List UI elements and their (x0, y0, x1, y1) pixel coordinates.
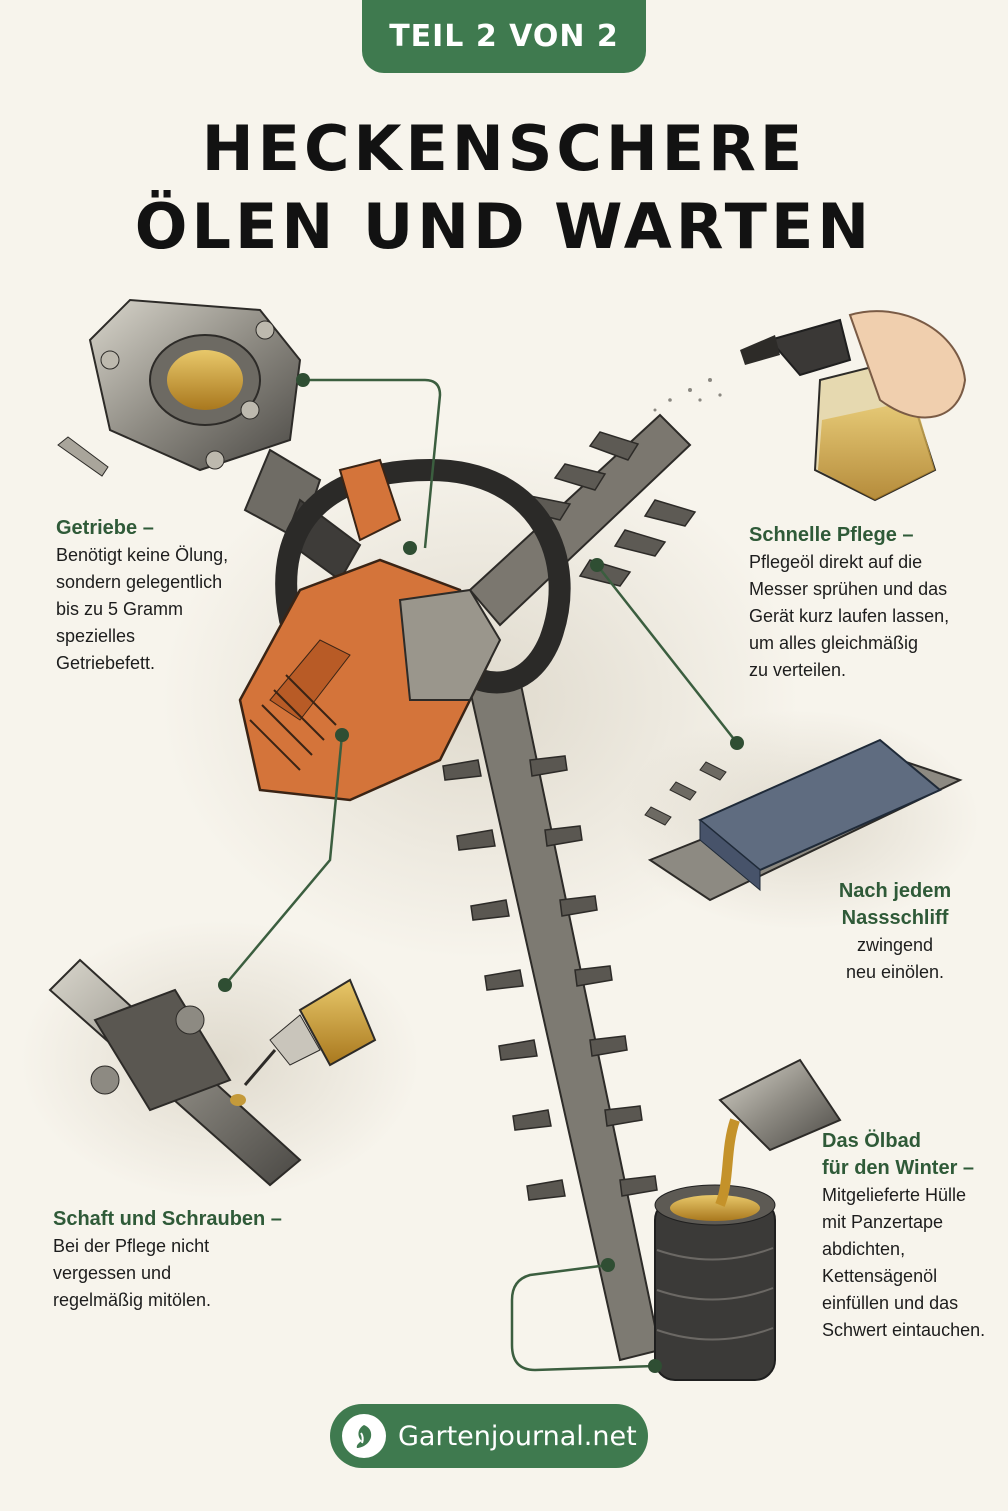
label-schaft-line: Bei der Pflege nicht (53, 1236, 210, 1256)
gearbox-drawing (57, 298, 362, 582)
label-oelbad-head-2: für den Winter – (822, 1157, 975, 1179)
upper-blade (468, 413, 697, 627)
label-pflege-line: Pflegeöl direkt auf die (749, 552, 923, 572)
label-pflege: Schnelle Pflege – Pflegeöl direkt auf di… (749, 522, 999, 684)
label-oelbad-line: abdichten, (822, 1239, 906, 1259)
label-getriebe-line: Benötigt keine Ölung, (56, 545, 229, 565)
label-oelbad-line: mit Panzertape (822, 1212, 944, 1232)
label-pflege-line: Gerät kurz laufen lassen, (749, 606, 950, 626)
label-getriebe-line: Getriebefett. (56, 653, 156, 673)
label-oelbad-line: Schwert eintauchen. (822, 1320, 986, 1340)
page-title-line-2: ÖLEN UND WARTEN (134, 190, 874, 263)
label-schaft-line: regelmäßig mitölen. (53, 1290, 212, 1310)
label-schaft-line: vergessen und (53, 1263, 172, 1283)
label-getriebe-head: Getriebe – (56, 517, 154, 539)
label-schaft-head: Schaft und Schrauben – (53, 1208, 282, 1230)
label-pflege-line: um alles gleichmäßig (749, 633, 919, 653)
label-oelbad-line: Kettensägenöl (822, 1266, 938, 1286)
label-getriebe-line: spezielles (56, 626, 136, 646)
label-pflege-head: Schnelle Pflege – (749, 524, 914, 546)
label-getriebe-line: sondern gelegentlich (56, 572, 223, 592)
page-title-line-1: HECKENSCHERE (201, 112, 807, 185)
motor-housing (238, 458, 502, 802)
leaf-logo-icon (342, 1414, 386, 1458)
label-pflege-line: Messer sprühen und das (749, 579, 948, 599)
brand-footer[interactable]: Gartenjournal.net (330, 1404, 648, 1468)
oil-bath-drawing (654, 1058, 842, 1381)
spray-bottle-drawing (653, 310, 967, 502)
label-nassschliff-head-2: Nassschliff (841, 907, 949, 929)
label-schaft: Schaft und Schrauben – Bei der Pflege ni… (53, 1206, 313, 1314)
label-oelbad: Das Ölbad für den Winter – Mitgelieferte… (822, 1128, 1004, 1344)
loop-handle (275, 458, 571, 694)
label-nassschliff-line: zwingend (856, 935, 934, 955)
label-nassschliff: Nach jedem Nassschliff zwingend neu einö… (820, 878, 970, 986)
label-pflege-line: zu verteilen. (749, 660, 847, 680)
brand-name: Gartenjournal.net (398, 1420, 637, 1452)
label-nassschliff-line: neu einölen. (845, 962, 945, 982)
label-oelbad-line: einfüllen und das (822, 1293, 959, 1313)
whetstone-drawing (644, 738, 963, 902)
label-nassschliff-head-1: Nach jedem (838, 880, 952, 902)
label-getriebe: Getriebe – Benötigt keine Ölung, sondern… (56, 515, 286, 677)
callout-lines (224, 378, 738, 1372)
label-oelbad-line: Mitgelieferte Hülle (822, 1185, 967, 1205)
shaft-drawing (48, 958, 377, 1187)
label-oelbad-head-1: Das Ölbad (822, 1130, 921, 1152)
label-getriebe-line: bis zu 5 Gramm (56, 599, 184, 619)
callout-dots (218, 373, 744, 1373)
part-badge: TEIL 2 VON 2 (362, 0, 646, 73)
